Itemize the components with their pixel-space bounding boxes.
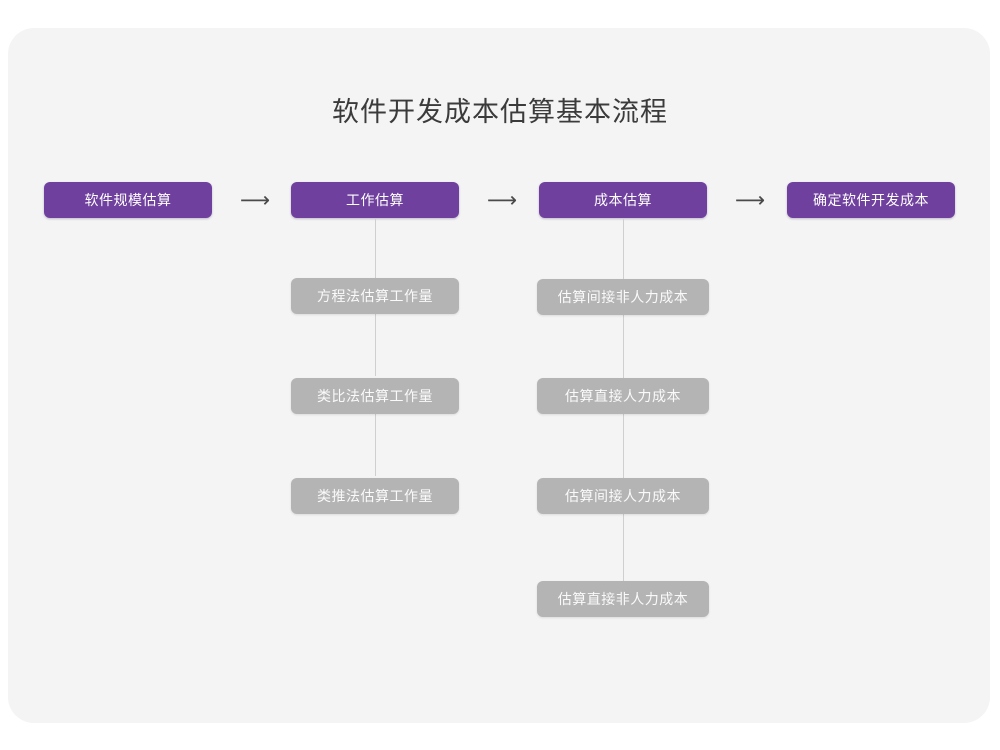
flow-node-label: 工作估算 [346, 192, 404, 208]
connector-line-cost-1 [623, 218, 624, 279]
flow-node-determine-development-cost[interactable]: 确定软件开发成本 [787, 182, 955, 218]
connector-line-work-1 [375, 218, 376, 278]
branch-node-label: 估算直接非人力成本 [557, 591, 689, 607]
branch-node-label: 类推法估算工作量 [317, 488, 433, 504]
flow-node-label: 确定软件开发成本 [813, 192, 929, 208]
branch-node-label: 估算直接人力成本 [565, 388, 681, 404]
page-title: 软件开发成本估算基本流程 [332, 97, 668, 127]
branch-node-analogue-method-effort[interactable]: 类推法估算工作量 [291, 478, 459, 514]
branch-node-label: 估算间接非人力成本 [557, 289, 689, 305]
branch-node-label: 方程法估算工作量 [317, 288, 433, 304]
arrow-right-icon-2: ⟶ [486, 188, 518, 212]
connector-line-work-3 [375, 414, 376, 476]
flow-node-work-estimation[interactable]: 工作估算 [291, 182, 459, 218]
flow-node-cost-estimation[interactable]: 成本估算 [539, 182, 707, 218]
branch-node-indirect-labor-cost[interactable]: 估算间接人力成本 [537, 478, 709, 514]
flow-node-label: 软件规模估算 [84, 192, 172, 208]
branch-node-label: 类比法估算工作量 [317, 388, 433, 404]
branch-node-direct-nonlabor-cost[interactable]: 估算直接非人力成本 [537, 581, 709, 617]
connector-line-cost-4 [623, 514, 624, 581]
arrow-right-icon-1: ⟶ [239, 188, 271, 212]
arrow-right-icon-3: ⟶ [734, 188, 766, 212]
connector-line-cost-3 [623, 414, 624, 478]
branch-node-direct-labor-cost[interactable]: 估算直接人力成本 [537, 378, 709, 414]
flow-node-label: 成本估算 [594, 192, 652, 208]
branch-node-equation-method-effort[interactable]: 方程法估算工作量 [291, 278, 459, 314]
branch-node-analogy-method-effort[interactable]: 类比法估算工作量 [291, 378, 459, 414]
branch-node-indirect-nonlabor-cost[interactable]: 估算间接非人力成本 [537, 279, 709, 315]
branch-node-label: 估算间接人力成本 [565, 488, 681, 504]
diagram-card [8, 28, 990, 723]
connector-line-cost-2 [623, 315, 624, 378]
connector-line-work-2 [375, 314, 376, 376]
flow-node-software-scale-estimation[interactable]: 软件规模估算 [44, 182, 212, 218]
